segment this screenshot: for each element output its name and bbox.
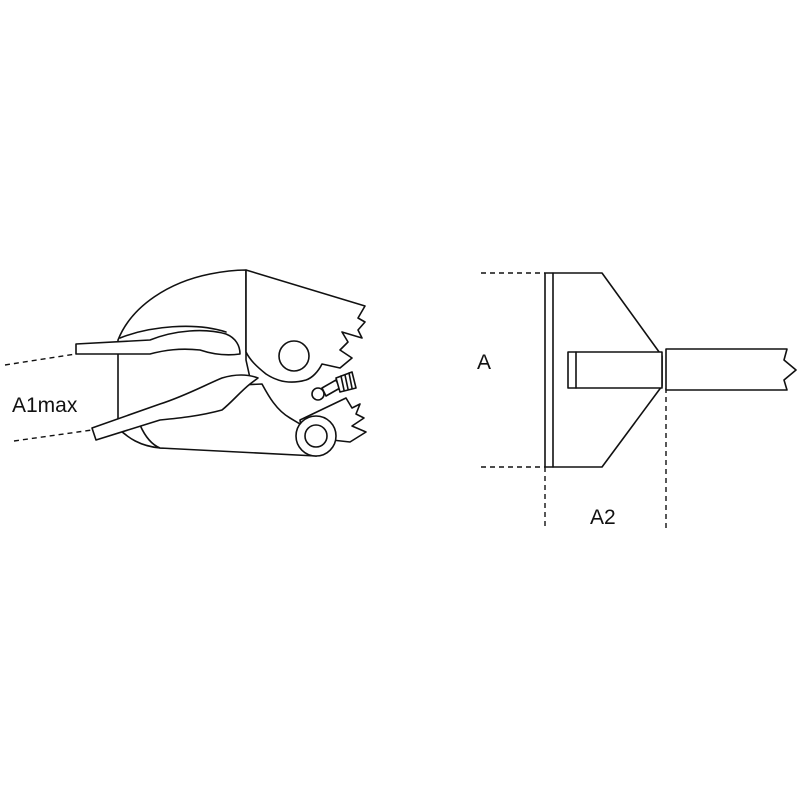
upper-pivot [278,340,310,372]
jaw-front-view: A A2 [477,272,797,530]
adjusting-screw [311,371,357,401]
label-a: A [477,351,491,374]
label-a2: A2 [590,506,616,529]
lower-handle [91,374,259,441]
upper-jaw [245,269,366,383]
label-a1max: A1max [12,394,78,417]
a1max-dimension-line-bottom [13,429,93,442]
upper-handle [75,329,241,356]
a1max-dimension-line-top [4,353,77,366]
lower-roller-inner [304,424,328,448]
jaw-stem [567,351,663,389]
plier-side-view: A1max [4,269,367,457]
rod-broken [665,348,797,391]
upper-handle-contour [119,325,227,339]
